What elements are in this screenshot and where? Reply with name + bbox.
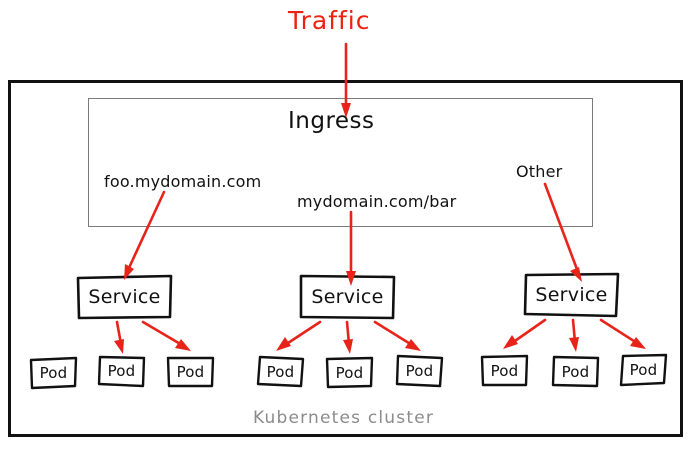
pod-box-outline <box>619 353 668 387</box>
pod-node-1-3[interactable]: Pod <box>166 355 215 388</box>
service-node-2[interactable]: Service <box>299 274 396 320</box>
pod-box-outline <box>256 355 305 388</box>
pod-node-3-3[interactable]: Pod <box>619 353 668 387</box>
pod-node-3-2[interactable]: Pod <box>551 355 600 388</box>
pod-box-outline <box>551 355 600 388</box>
pod-box-outline <box>97 355 146 388</box>
ingress-rule-other: Other <box>516 162 563 181</box>
traffic-label: Traffic <box>288 6 371 35</box>
pod-box-outline <box>325 356 374 389</box>
pod-node-3-1[interactable]: Pod <box>480 354 529 387</box>
ingress-label: Ingress <box>288 108 375 134</box>
pod-box-outline <box>480 354 529 387</box>
ingress-rule-path-bar: mydomain.com/bar <box>297 192 457 211</box>
pod-node-1-1[interactable]: Pod <box>29 356 78 390</box>
pod-box-outline <box>395 354 444 388</box>
pod-node-2-3[interactable]: Pod <box>395 354 444 388</box>
pod-node-2-1[interactable]: Pod <box>256 355 305 388</box>
service-node-1[interactable]: Service <box>76 274 173 320</box>
pod-box-outline <box>29 356 78 390</box>
pod-box-outline <box>166 356 215 388</box>
cluster-caption: Kubernetes cluster <box>253 408 435 428</box>
service-node-3[interactable]: Service <box>523 272 620 318</box>
service-box-outline <box>523 272 620 318</box>
pod-node-2-2[interactable]: Pod <box>325 356 374 389</box>
pod-node-1-2[interactable]: Pod <box>97 354 146 388</box>
service-box-outline <box>76 274 173 320</box>
service-box-outline <box>299 274 396 320</box>
ingress-rule-host-foo: foo.mydomain.com <box>104 172 262 191</box>
ingress-box <box>88 98 593 227</box>
